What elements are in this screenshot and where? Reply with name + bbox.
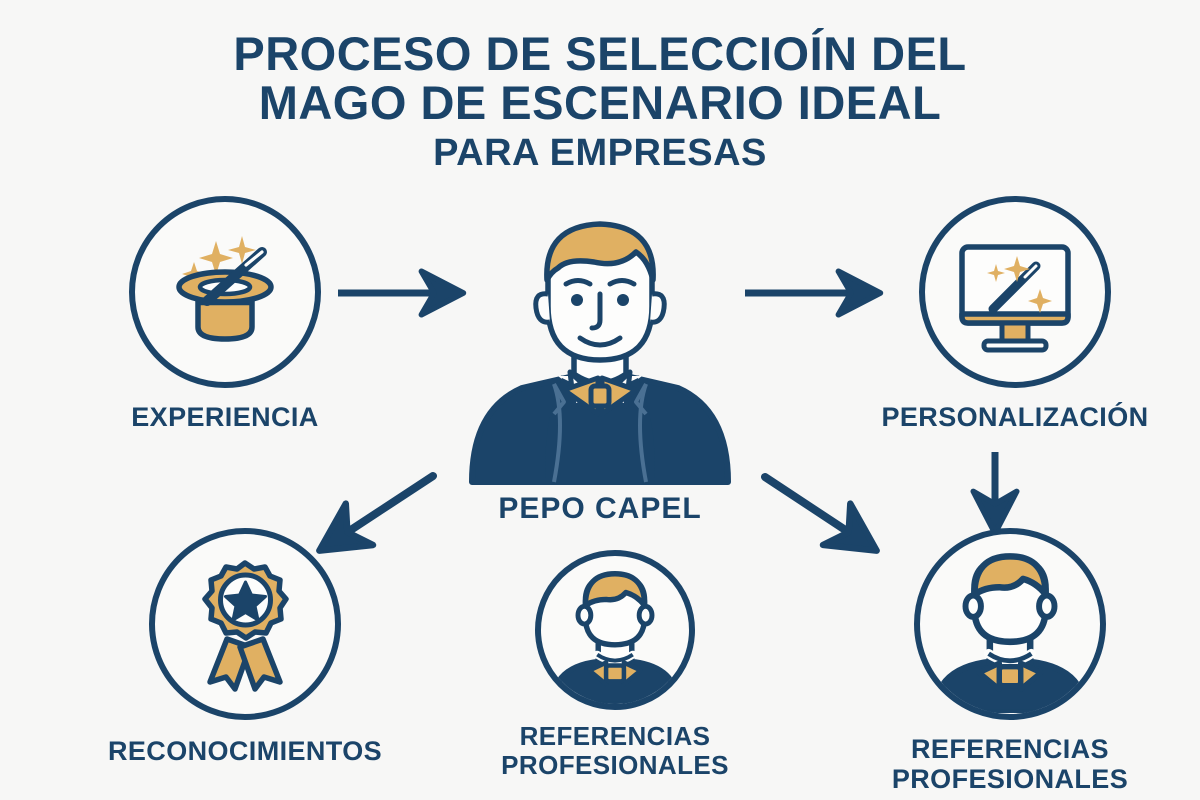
node-personalizacion-label: PERSONALIZACIÓN [881,402,1149,432]
node-personalizacion-circle [919,196,1111,388]
arrow-center-to-referencias-derecha [761,473,880,554]
node-referencias-derecha-label: REFERENCIAS PROFESIONALES [891,734,1129,795]
magic-hat-wand-icon [176,236,274,342]
node-experiencia-label: EXPERIENCIA [131,402,319,432]
person-bowtie-avatar-icon [931,553,1089,713]
node-referencias-centro-circle [535,550,695,710]
node-referencias-derecha[interactable]: REFERENCIAS PROFESIONALES [870,528,1150,794]
businessman-portrait-icon [469,221,731,485]
node-referencias-centro[interactable]: REFERENCIAS PROFESIONALES [500,550,730,780]
node-reconocimientos-circle [149,528,341,720]
node-reconocimientos[interactable]: RECONOCIMIENTOS [90,528,400,766]
node-personalizacion[interactable]: PERSONALIZACIÓN [880,196,1150,432]
page-title: PROCESO DE SELECCIOÍN DEL MAGO DE ESCENA… [0,27,1200,174]
center-person-node[interactable]: PEPO CAPEL [450,210,750,526]
node-referencias-centro-label: REFERENCIAS PROFESIONALES [501,721,729,781]
node-referencias-derecha-circle [914,528,1106,720]
title-line-1: PROCESO DE SELECCIOÍN DEL [233,27,967,80]
award-ribbon-star-icon [202,560,289,692]
center-person-name: PEPO CAPEL [498,492,702,525]
monitor-magic-wand-icon [959,244,1071,353]
title-line-2: MAGO DE ESCENARIO IDEAL [258,75,942,129]
title-line-3: PARA EMPRESAS [433,131,767,174]
node-reconocimientos-label: RECONOCIMIENTOS [107,736,383,766]
person-bowtie-avatar-icon [550,571,680,704]
node-experiencia-circle [129,196,321,388]
node-experiencia[interactable]: EXPERIENCIA [105,196,345,432]
